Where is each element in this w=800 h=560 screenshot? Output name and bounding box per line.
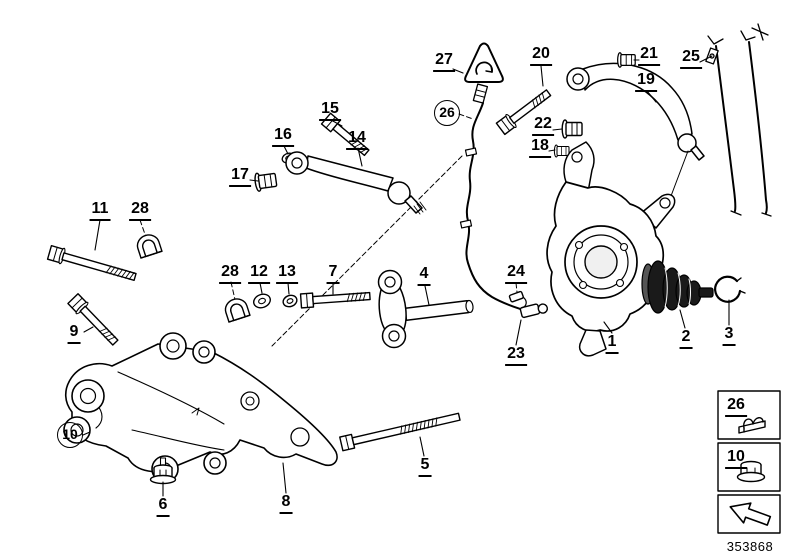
part-callout-12[interactable]: 12: [248, 263, 270, 284]
part-callout-1[interactable]: 1: [605, 333, 619, 354]
diagram-id-number: 353868: [726, 539, 774, 554]
abs-sensor-cable: [459, 83, 549, 319]
part-callout-8[interactable]: 8: [279, 493, 293, 514]
rubber-mount-28a: [136, 234, 163, 259]
nut-18: [553, 144, 570, 158]
pad-wear-sensor: [508, 290, 527, 309]
bolt-15: [320, 112, 370, 157]
part-callout-21[interactable]: 21: [638, 45, 660, 66]
brake-pipes: [705, 23, 772, 217]
part-callout-6[interactable]: 6: [156, 496, 170, 517]
part-callout-5[interactable]: 5: [418, 456, 432, 477]
part-callout-9[interactable]: 9: [67, 323, 81, 344]
bolt-5: [339, 412, 461, 452]
part-callout-16[interactable]: 16: [272, 126, 294, 147]
part-callout-10[interactable]: 10: [57, 422, 83, 448]
part-callout-17[interactable]: 17: [229, 166, 251, 187]
part-callout-28[interactable]: 28: [219, 263, 241, 284]
leader-lines: [82, 55, 730, 497]
part-callout-11[interactable]: 11: [89, 200, 111, 221]
nut-6: [149, 457, 177, 485]
part-callout-20[interactable]: 20: [530, 45, 552, 66]
upper-control-arm: [566, 62, 705, 197]
part-callout-22[interactable]: 22: [532, 115, 554, 136]
nut-17: [254, 172, 278, 192]
part-callout-18[interactable]: 18: [529, 137, 551, 158]
washer-13: [282, 294, 298, 308]
part-callout-23[interactable]: 23: [505, 345, 527, 366]
integral-link: [377, 269, 474, 349]
warning-triangle-icon: [464, 42, 504, 83]
part-callout-14[interactable]: 14: [346, 129, 368, 150]
bolt-7: [299, 291, 371, 309]
part-callout-2[interactable]: 2: [679, 328, 693, 349]
part-callout-26[interactable]: 26: [434, 100, 460, 126]
guide-arm: [285, 151, 427, 215]
axle-boot: [641, 260, 714, 314]
bolt-11: [46, 244, 137, 282]
part-callout-3[interactable]: 3: [722, 325, 736, 346]
part-callout-13[interactable]: 13: [276, 263, 298, 284]
rubber-mount-28b: [224, 298, 251, 323]
rear-axle-carrier: [63, 332, 338, 483]
part-callout-27[interactable]: 27: [433, 51, 455, 72]
nut-21: [617, 52, 636, 68]
part-callout-24[interactable]: 24: [505, 263, 527, 284]
legend-callout-10[interactable]: 10: [725, 448, 747, 469]
cable-clip-icon: [738, 417, 766, 434]
part-callout-28[interactable]: 28: [129, 200, 151, 221]
legend-callout-26[interactable]: 26: [725, 396, 747, 417]
part-callout-4[interactable]: 4: [417, 265, 431, 286]
bolt-20: [495, 89, 552, 136]
washer-12: [253, 293, 271, 309]
direction-arrow-icon: [729, 502, 772, 526]
bolt-9: [67, 293, 119, 346]
part-callout-25[interactable]: 25: [680, 48, 702, 69]
part-callout-15[interactable]: 15: [319, 100, 341, 121]
nut-22: [561, 119, 583, 139]
wheel-carrier: [546, 141, 676, 357]
part-callout-19[interactable]: 19: [635, 71, 657, 92]
snap-ring: [714, 275, 746, 303]
part-callout-7[interactable]: 7: [326, 263, 340, 284]
